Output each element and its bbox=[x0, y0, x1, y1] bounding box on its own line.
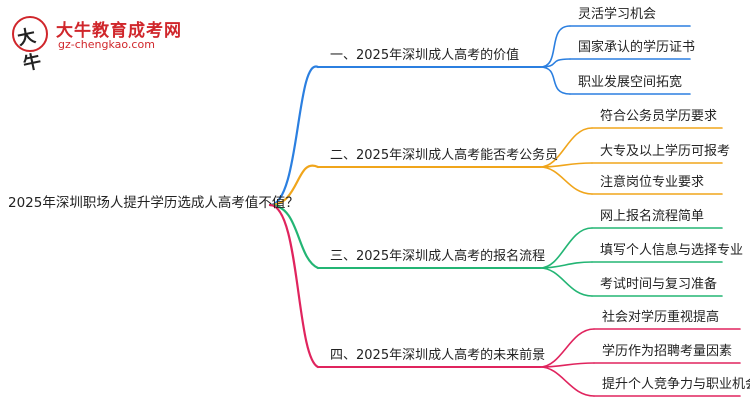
branch-connector-4 bbox=[268, 203, 320, 369]
child-connector-2-3 bbox=[539, 166, 593, 195]
child-label-4-1: 社会对学历重视提高 bbox=[602, 310, 720, 325]
branch-connector-2 bbox=[268, 164, 320, 207]
child-label-3-1: 网上报名流程简单 bbox=[600, 209, 705, 224]
child-connector-4-1 bbox=[539, 328, 595, 368]
child-label-2-3: 注意岗位专业要求 bbox=[600, 175, 705, 190]
branch-connector-3 bbox=[268, 203, 320, 270]
root-topic: 2025年深圳职场人提升学历选成人高考值不值？ bbox=[8, 195, 299, 211]
branch-label-1: 一、2025年深圳成人高考的价值 bbox=[330, 48, 520, 63]
child-connector-3-3 bbox=[539, 267, 593, 297]
child-connector-3-2 bbox=[539, 261, 593, 269]
child-label-4-3: 提升个人竞争力与职业机会 bbox=[602, 377, 750, 392]
branch-label-4: 四、2025年深圳成人高考的未来前景 bbox=[330, 348, 546, 363]
branch-label-3: 三、2025年深圳成人高考的报名流程 bbox=[330, 249, 546, 264]
child-label-1-1: 灵活学习机会 bbox=[578, 7, 657, 22]
child-label-1-2: 国家承认的学历证书 bbox=[578, 40, 696, 55]
child-connector-1-1 bbox=[539, 25, 571, 68]
site-logo[interactable]: 大牛 大牛教育成考网 gz-chengkao.com bbox=[4, 14, 194, 75]
child-label-3-2: 填写个人信息与选择专业 bbox=[600, 243, 744, 258]
child-label-2-2: 大专及以上学历可报考 bbox=[600, 144, 731, 159]
branch-connector-1 bbox=[268, 65, 320, 207]
child-connector-3-1 bbox=[539, 227, 593, 269]
logo-name: 大牛教育成考网 bbox=[56, 21, 182, 41]
child-label-1-3: 职业发展空间拓宽 bbox=[578, 75, 683, 90]
child-connector-4-3 bbox=[539, 366, 595, 397]
child-label-4-2: 学历作为招聘考量因素 bbox=[602, 344, 733, 359]
child-connector-1-3 bbox=[539, 66, 571, 95]
branch-label-2: 二、2025年深圳成人高考能否考公务员 bbox=[330, 148, 559, 163]
child-label-3-3: 考试时间与复习准备 bbox=[600, 277, 718, 292]
logo-url: gz-chengkao.com bbox=[58, 38, 155, 51]
child-label-2-1: 符合公务员学历要求 bbox=[600, 109, 718, 124]
child-connector-2-1 bbox=[539, 127, 593, 168]
logo-emblem-icon: 大牛 bbox=[12, 16, 48, 75]
